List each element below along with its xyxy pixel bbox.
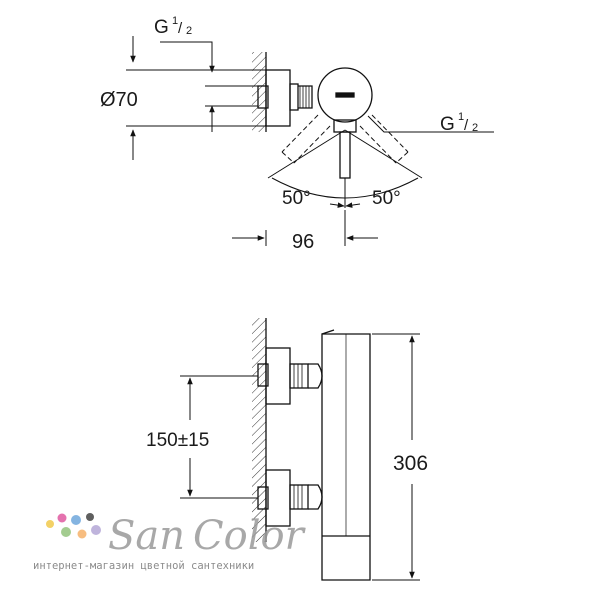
thread-right-den: 2	[472, 122, 478, 134]
spout	[339, 131, 351, 179]
depth-label: 96	[292, 231, 314, 253]
thread-top-den: 2	[186, 25, 192, 37]
thread-top-num: 1	[172, 15, 178, 27]
angle-left-label: 50°	[282, 188, 311, 209]
logo-dot-1	[46, 520, 54, 528]
logo-dot-4	[86, 513, 94, 521]
flange-top	[265, 69, 291, 127]
angle-right-label: 50°	[372, 188, 401, 209]
side-view	[180, 318, 420, 581]
diameter-label: Ø70	[100, 89, 138, 111]
thread-right-slash: /	[464, 117, 469, 134]
inlet-nut-top	[257, 85, 269, 109]
thread-top-slash: /	[178, 20, 183, 37]
spacing-label: 150±15	[146, 430, 209, 451]
connector-upper	[289, 363, 309, 389]
connector-top	[289, 83, 299, 111]
mixer-body-circle	[317, 67, 373, 123]
logo-tagline: интернет-магазин цветной сантехники	[33, 560, 254, 572]
logo-dot-6	[77, 529, 87, 539]
nut-lower	[308, 484, 323, 510]
nut-upper	[308, 363, 323, 389]
mixer-body	[321, 333, 371, 581]
connector-lower	[289, 484, 309, 510]
top-view	[126, 36, 494, 246]
top-thread-label: G 1 / 2	[154, 15, 192, 38]
right-thread-label: G 1 / 2	[440, 111, 478, 135]
wall-hatch-side	[252, 318, 266, 542]
thread-top-g: G	[154, 17, 169, 38]
flange-upper	[265, 347, 291, 405]
inlet-nut-upper	[257, 363, 269, 387]
wall-hatch-top	[252, 52, 266, 132]
thread-right-num: 1	[458, 111, 464, 123]
logo-dot-3	[71, 515, 81, 525]
thread-right-g: G	[440, 114, 455, 135]
logo-dot-2	[57, 513, 67, 523]
eccentric-top	[298, 85, 313, 109]
height-label: 306	[393, 452, 428, 475]
logo-dot-5	[61, 527, 71, 537]
indicator-mark	[335, 92, 355, 98]
logo-dot-7	[91, 525, 101, 535]
